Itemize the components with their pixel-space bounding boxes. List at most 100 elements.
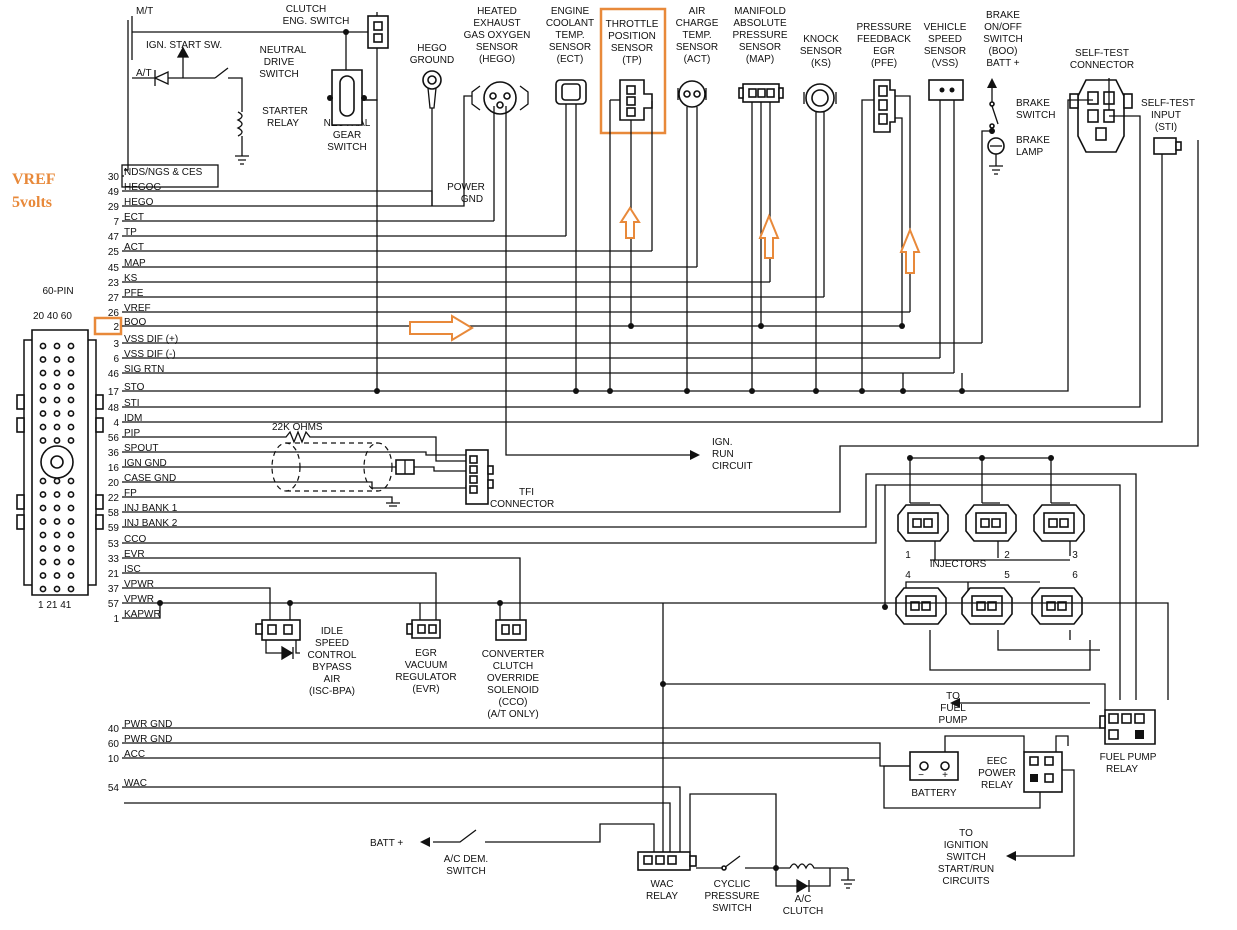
- pin-label: ACC: [124, 749, 145, 760]
- hego-label-3: GAS OXYGEN: [464, 30, 531, 41]
- pin-number: 29: [108, 202, 120, 213]
- sti-label-1: SELF-TEST: [1141, 98, 1195, 109]
- pin-label: PIP: [124, 428, 140, 439]
- pin-number: 4: [113, 418, 119, 429]
- isc-label-1: IDLE: [321, 626, 344, 637]
- self-test-connector: SELF-TEST CONNECTOR SELF-TEST INPUT (STI…: [1067, 48, 1195, 416]
- isc-label-5: AIR: [324, 674, 341, 685]
- battery-label: BATTERY: [911, 788, 957, 799]
- pin-number: 22: [108, 493, 120, 504]
- sti-label-3: (STI): [1155, 122, 1177, 133]
- ign-run-label-2: RUN: [712, 449, 734, 460]
- pin-hole: [39, 477, 47, 485]
- pin-hole: [39, 396, 47, 404]
- tp-label-3: SENSOR: [611, 43, 653, 54]
- tfi-circuit: 22K OHMS TFI CONNECTOR: [124, 422, 554, 510]
- hego-label-4: SENSOR: [476, 42, 518, 53]
- injector-1-icon: [897, 504, 949, 542]
- hego-sensor: HEATED EXHAUST GAS OXYGEN SENSOR (HEGO) …: [447, 6, 690, 456]
- injector-4-icon: [895, 587, 947, 625]
- pfe-label-3: EGR: [873, 46, 895, 57]
- ign-run-label-1: IGN.: [712, 437, 733, 448]
- eec-relay-label-3: RELAY: [981, 780, 1013, 791]
- pin-number: 40: [108, 724, 120, 735]
- hego-label-1: HEATED: [477, 6, 517, 17]
- ect-label-5: (ECT): [557, 54, 584, 65]
- actuators: IDLE SPEED CONTROL BYPASS AIR (ISC-BPA) …: [124, 485, 1169, 720]
- brake-switch-label-1: BRAKE: [1016, 98, 1050, 109]
- pin-label: CCO: [124, 534, 146, 545]
- act-label-5: (ACT): [684, 54, 711, 65]
- signal-wires: [124, 99, 1163, 423]
- pin-hole: [53, 491, 61, 498]
- pin-hole: [67, 491, 75, 498]
- injector-number-4: 4: [905, 570, 911, 581]
- vss-sensor: VEHICLE SPEED SENSOR (VSS): [924, 22, 967, 373]
- neutral-drive-label-3: SWITCH: [259, 69, 298, 80]
- pin-number: 57: [108, 599, 120, 610]
- hego-label-5: (HEGO): [479, 54, 515, 65]
- pin-hole: [67, 342, 75, 350]
- isc-label-4: BYPASS: [312, 662, 352, 673]
- pin-label: STO: [124, 382, 145, 393]
- vss-label-3: SENSOR: [924, 46, 966, 57]
- pin-number: 37: [108, 584, 120, 595]
- injector-number-2: 2: [1004, 550, 1010, 561]
- evr-label-1: EGR: [415, 648, 437, 659]
- pin-hole: [39, 518, 47, 525]
- injectors-label: INJECTORS: [930, 559, 987, 570]
- connector-top-pin-numbers: 20 40 60: [33, 311, 72, 322]
- ect-label-4: SENSOR: [549, 42, 591, 53]
- pin-number: 17: [108, 387, 120, 398]
- to-ignition-label-5: CIRCUITS: [942, 876, 990, 887]
- pin-hole: [67, 356, 75, 363]
- pin-number: 59: [108, 523, 120, 534]
- pin-number: 36: [108, 448, 120, 459]
- pin-number: 46: [108, 369, 120, 380]
- tp-arrow-icon: [619, 206, 641, 239]
- pin-number: 23: [108, 278, 120, 289]
- ect-label-3: TEMP.: [555, 30, 584, 41]
- hego-ground-label-1: HEGO: [417, 43, 447, 54]
- pin-hole: [67, 410, 75, 417]
- ac-clutch-label-2: CLUTCH: [783, 906, 824, 917]
- ks-label-3: (KS): [811, 58, 831, 69]
- brake-on-off-switch: BRAKE ON/OFF SWITCH (BOO) BATT + BRAKE S…: [981, 10, 1055, 343]
- injector-5-icon: [961, 587, 1013, 625]
- connector-pin-holes: [39, 342, 75, 593]
- to-ignition-label-4: START/RUN: [938, 864, 994, 875]
- pin-hole: [67, 545, 75, 552]
- pin-hole: [39, 491, 47, 498]
- tp-sensor: THROTTLE POSITION SENSOR (TP): [599, 7, 667, 391]
- pin-hole: [67, 437, 75, 444]
- neutral-gear-switch-label-3: SWITCH: [327, 142, 366, 153]
- pin-label: FP: [124, 488, 137, 499]
- ign-start-switch-label: IGN. START SW.: [146, 40, 222, 51]
- act-label-2: CHARGE: [676, 18, 719, 29]
- ks-label-1: KNOCK: [803, 34, 839, 45]
- injector-group: [895, 504, 1085, 625]
- pin-hole: [53, 572, 61, 579]
- pin-label: INJ BANK 2: [124, 518, 178, 529]
- map-label-3: PRESSURE: [732, 30, 787, 41]
- pin-hole: [53, 531, 61, 539]
- pin-hole: [53, 504, 61, 512]
- pin-number: 25: [108, 247, 120, 258]
- pin-number: 16: [108, 463, 120, 474]
- pin-hole: [53, 585, 61, 593]
- tp-sensor-highlight: [599, 7, 667, 135]
- pin-label: VSS DIF (-): [124, 349, 176, 360]
- hego-label-2: EXHAUST: [473, 18, 520, 29]
- pin-hole: [39, 410, 47, 417]
- vss-label-2: SPEED: [928, 34, 962, 45]
- pin-label: ACT: [124, 242, 144, 253]
- sti-connector-icon: [1153, 137, 1177, 155]
- cyclic-switch-label-1: CYCLIC: [714, 879, 751, 890]
- ac-clutch-label-1: A/C: [795, 894, 812, 905]
- ign-run-circuit: IGN. RUN CIRCUIT: [690, 437, 753, 472]
- ks-label-2: SENSOR: [800, 46, 842, 57]
- ecu-60-pin-connector: 60-PIN 20 40 60 1 21 41: [16, 286, 123, 611]
- brake-lamp-label-2: LAMP: [1016, 147, 1044, 158]
- eec-relay-label-1: EEC: [987, 756, 1008, 767]
- pin-hole: [67, 477, 75, 485]
